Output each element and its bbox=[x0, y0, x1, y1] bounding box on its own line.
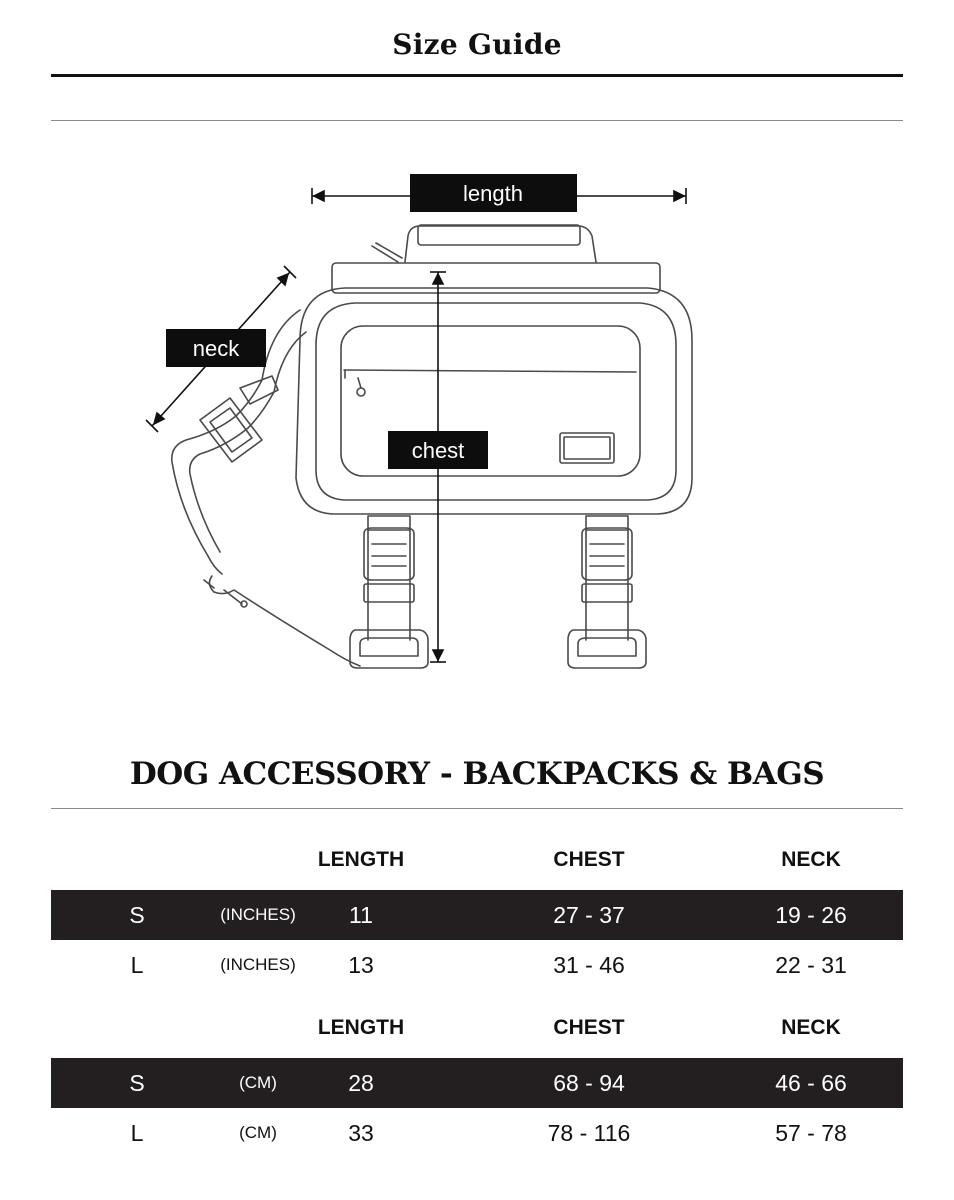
header-chest: CHEST bbox=[553, 848, 625, 871]
table-row: S (INCHES) 11 27 - 37 19 - 26 bbox=[51, 890, 903, 940]
header-length: LENGTH bbox=[317, 848, 405, 871]
chest-label-box bbox=[388, 431, 488, 469]
chest-label: chest bbox=[412, 438, 465, 463]
length-cell: 13 bbox=[348, 952, 374, 978]
chest-cell: 31 - 46 bbox=[553, 952, 625, 978]
size-cell: L bbox=[130, 952, 144, 978]
header-chest: CHEST bbox=[553, 1016, 625, 1039]
neck-cell: 19 - 26 bbox=[775, 902, 847, 928]
neck-label-box bbox=[166, 329, 266, 367]
chest-cell: 27 - 37 bbox=[553, 902, 625, 928]
section-heading: DOG ACCESSORY - BACKPACKS & BAGS bbox=[129, 756, 825, 792]
header-length: LENGTH bbox=[317, 1016, 405, 1039]
neck-cell: 57 - 78 bbox=[775, 1120, 847, 1146]
length-label-box bbox=[410, 174, 577, 212]
unit-cell: (CM) bbox=[239, 1123, 277, 1142]
length-cell: 28 bbox=[348, 1070, 374, 1096]
divider-top bbox=[51, 120, 903, 121]
header-neck: NECK bbox=[781, 848, 841, 871]
header-neck: NECK bbox=[781, 1016, 841, 1039]
title-underline bbox=[51, 74, 903, 77]
divider-section bbox=[51, 808, 903, 809]
size-cell: S bbox=[129, 902, 145, 928]
chest-cell: 78 - 116 bbox=[547, 1120, 631, 1146]
table-row: L (INCHES) 13 31 - 46 22 - 31 bbox=[51, 940, 903, 990]
unit-cell: (CM) bbox=[239, 1073, 277, 1092]
unit-cell: (INCHES) bbox=[220, 955, 296, 974]
size-cell: S bbox=[129, 1070, 145, 1096]
neck-cell: 46 - 66 bbox=[775, 1070, 847, 1096]
chest-cell: 68 - 94 bbox=[553, 1070, 625, 1096]
table-header-row: LENGTH CHEST NECK bbox=[51, 1003, 903, 1053]
table-row: S (CM) 28 68 - 94 46 - 66 bbox=[51, 1058, 903, 1108]
length-cell: 33 bbox=[348, 1120, 374, 1146]
unit-cell: (INCHES) bbox=[220, 905, 296, 924]
table-row: L (CM) 33 78 - 116 57 - 78 bbox=[51, 1108, 903, 1158]
length-label: length bbox=[463, 181, 523, 206]
length-cell: 11 bbox=[349, 902, 373, 928]
neck-label: neck bbox=[193, 336, 240, 361]
page-title: Size Guide bbox=[392, 28, 562, 61]
neck-cell: 22 - 31 bbox=[775, 952, 847, 978]
table-header-row: LENGTH CHEST NECK bbox=[51, 835, 903, 885]
backpack-diagram: length neck chest bbox=[145, 174, 693, 669]
size-cell: L bbox=[130, 1120, 144, 1146]
